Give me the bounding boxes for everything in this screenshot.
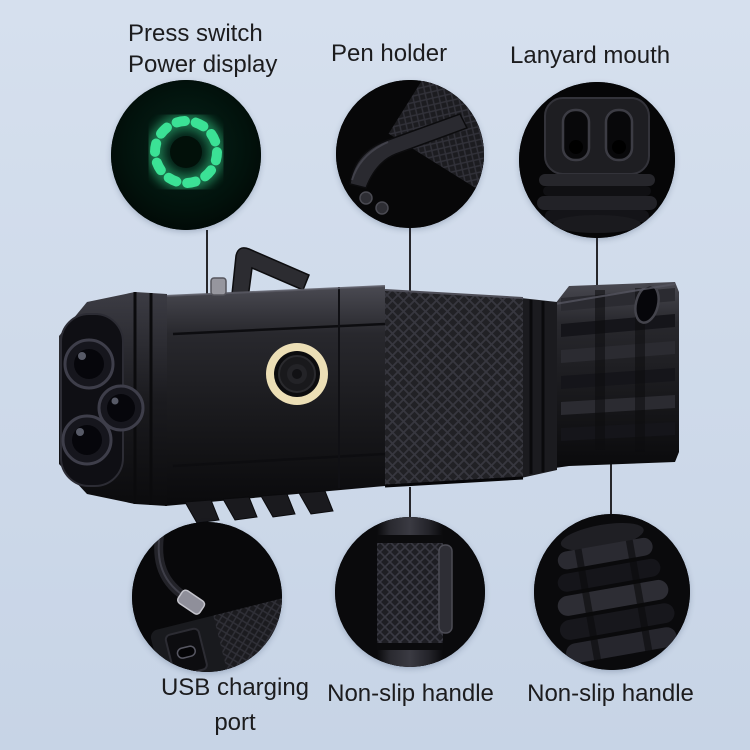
connector-line-non-slip-tail xyxy=(610,464,612,514)
connector-line-pen-holder xyxy=(409,228,411,291)
usb-charging-port-photo xyxy=(132,522,282,672)
connector-line-lanyard-mouth xyxy=(596,238,598,285)
tail-cap-image xyxy=(519,82,675,238)
top-stud xyxy=(210,277,227,296)
knurled-grip xyxy=(385,290,523,486)
led-power-ring-image xyxy=(111,80,261,230)
pocket-clip xyxy=(230,247,310,307)
label-non-slip-handle-tail: Non-slip handle xyxy=(527,680,694,707)
non-slip-handle-mid-photo xyxy=(335,517,485,667)
triple-led-lenses xyxy=(61,338,145,466)
usb-port-image xyxy=(132,522,282,672)
flashlight-product-image xyxy=(35,240,715,550)
non-slip-handle-tail-photo xyxy=(534,514,690,670)
label-usb-line2: port xyxy=(214,709,256,736)
label-press-switch: Press switch Power display xyxy=(128,18,277,80)
knurled-handle-image xyxy=(335,517,485,667)
pen-holder-photo xyxy=(336,80,484,228)
label-non-slip-handle-mid: Non-slip handle xyxy=(327,680,494,707)
side-switch xyxy=(266,343,328,405)
connector-line-press-switch xyxy=(206,230,208,294)
label-press-switch-line2: Power display xyxy=(128,51,278,78)
label-press-switch-line1: Press switch xyxy=(128,20,263,47)
press-switch-power-display-photo xyxy=(111,80,261,230)
label-usb-charging-port: USB charging port xyxy=(155,672,315,738)
grooved-tail-image xyxy=(534,514,690,670)
connector-line-non-slip-mid xyxy=(409,487,411,517)
lanyard-mouth-photo xyxy=(519,82,675,238)
label-pen-holder: Pen holder xyxy=(331,40,448,67)
label-lanyard-mouth: Lanyard mouth xyxy=(510,42,671,69)
lanyard-hole xyxy=(634,284,660,324)
flashlight-illustration xyxy=(59,247,679,524)
clip-image xyxy=(336,80,484,228)
label-usb-line1: USB charging xyxy=(160,674,310,701)
